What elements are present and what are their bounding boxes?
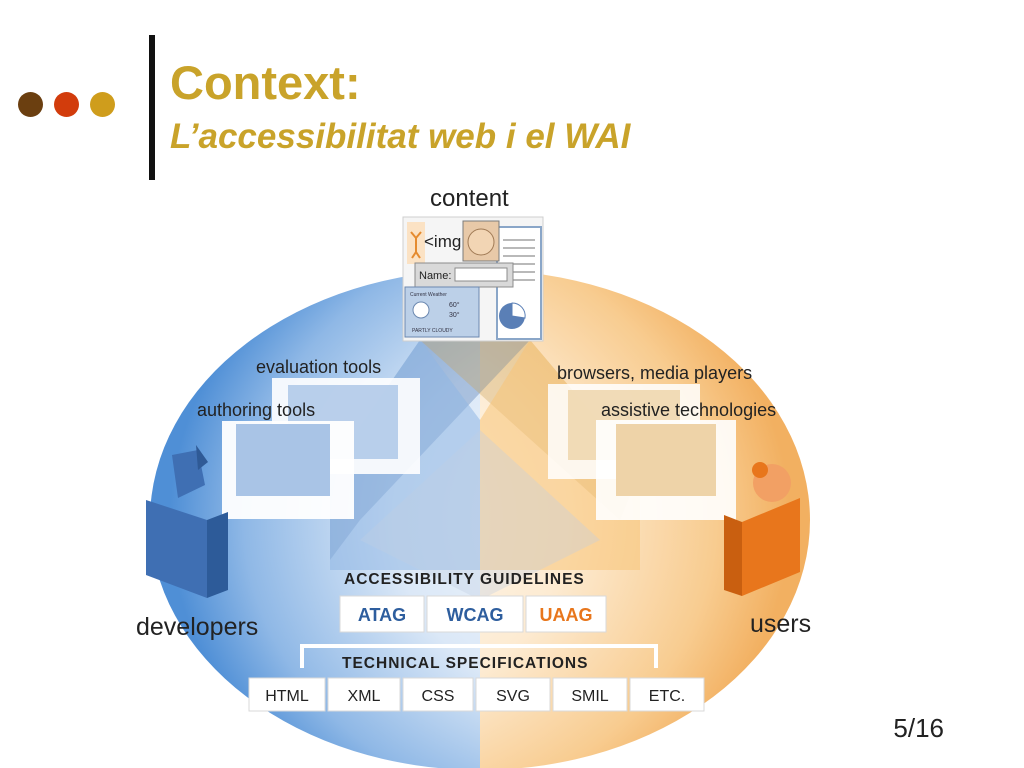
assistive-technologies-box bbox=[596, 420, 736, 520]
bullet-dots bbox=[18, 92, 115, 117]
weather-condition: PARTLY CLOUDY bbox=[412, 328, 453, 334]
specs-bracket bbox=[300, 644, 658, 668]
users-figure bbox=[724, 462, 800, 596]
slide-title: Context: bbox=[170, 56, 361, 109]
spec-html: HTML bbox=[265, 688, 309, 705]
specs-row: HTML XML CSS SVG SMIL ETC. bbox=[248, 677, 705, 712]
bullet-dot-gold bbox=[90, 92, 115, 117]
spec-etc: ETC. bbox=[649, 688, 685, 705]
guidelines-row: ATAG WCAG UAAG bbox=[339, 595, 607, 633]
weather-temp-high: 60° bbox=[449, 301, 460, 309]
developers-figure bbox=[146, 445, 228, 598]
developers-label: developers bbox=[136, 613, 258, 641]
page-number: 5/16 bbox=[893, 713, 944, 743]
spec-smil: SMIL bbox=[571, 688, 608, 705]
spec-svg: SVG bbox=[496, 688, 530, 705]
spec-css: CSS bbox=[422, 688, 455, 705]
guideline-atag: ATAG bbox=[358, 605, 406, 625]
bullet-dot-brown bbox=[18, 92, 43, 117]
specs-heading: TECHNICAL SPECIFICATIONS bbox=[342, 655, 588, 672]
assistive-technologies-label: assistive technologies bbox=[601, 400, 776, 420]
slide-subtitle: L’accessibilitat web i el WAI bbox=[170, 117, 631, 156]
guideline-uaag: UAAG bbox=[540, 605, 593, 625]
weather-temp-low: 30° bbox=[449, 311, 460, 319]
spec-xml: XML bbox=[348, 688, 381, 705]
img-tag-text: <img bbox=[424, 232, 461, 251]
guidelines-heading: ACCESSIBILITY GUIDELINES bbox=[344, 571, 585, 588]
content-label: content bbox=[430, 185, 509, 212]
evaluation-tools-label: evaluation tools bbox=[256, 357, 381, 377]
title-divider bbox=[149, 35, 155, 180]
browsers-media-players-label: browsers, media players bbox=[557, 363, 752, 383]
bullet-dot-red bbox=[54, 92, 79, 117]
weather-heading: Current Weather bbox=[410, 292, 447, 298]
name-field-label: Name: bbox=[419, 270, 451, 282]
authoring-tools-box bbox=[222, 421, 354, 519]
guideline-wcag: WCAG bbox=[447, 605, 504, 625]
content-illustration: <img Name: Current Weather 60° 30° PARTL… bbox=[402, 216, 544, 342]
authoring-tools-label: authoring tools bbox=[197, 400, 315, 420]
users-label: users bbox=[750, 610, 811, 638]
